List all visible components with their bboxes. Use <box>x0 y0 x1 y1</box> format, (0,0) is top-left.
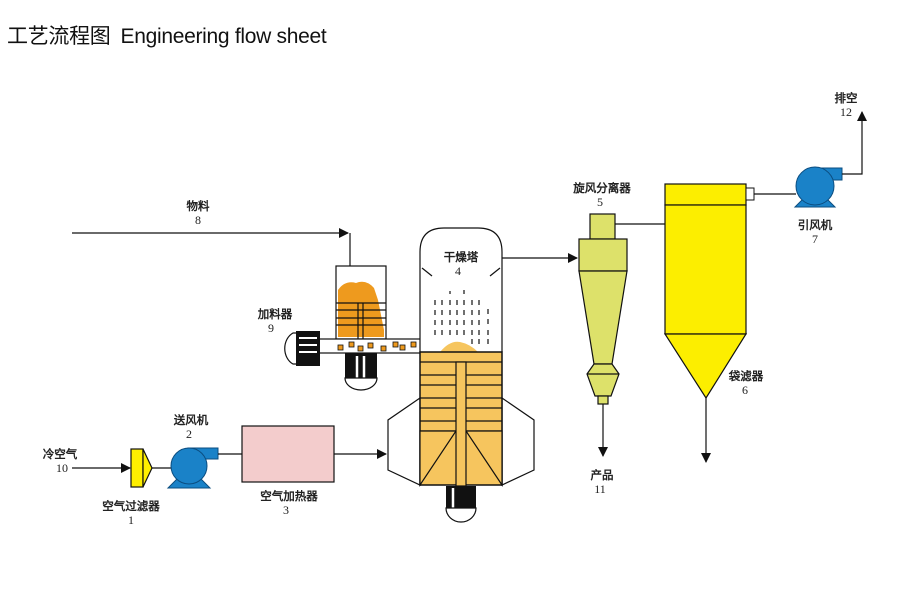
air-filter-body <box>130 448 144 488</box>
dried-powder-pile <box>440 341 478 352</box>
hopper-grid <box>336 302 386 339</box>
spray-droplets <box>434 290 489 344</box>
cyclone-discharge <box>586 363 620 397</box>
bag-filter-body <box>664 204 747 335</box>
material-number: 8 <box>195 213 201 227</box>
tower-right-hopper <box>464 430 503 487</box>
bag-filter-label: 袋滤器 <box>728 369 764 383</box>
tower-number: 4 <box>455 264 461 278</box>
feeder-label: 加料器 <box>257 307 293 321</box>
exhaust-label: 排空 <box>835 91 858 105</box>
blower: 送风机 2 <box>166 413 219 489</box>
cyclone-outlet-pipe <box>589 213 616 240</box>
material-label: 物料 <box>187 199 210 213</box>
fan-7-number: 7 <box>812 232 818 246</box>
agitator-motor-cap <box>445 507 477 523</box>
bag-filter-hopper <box>663 333 748 400</box>
cyclone-separator: 旋风分离器 5 产品 11 <box>572 181 631 496</box>
tower-left-wing <box>387 396 421 486</box>
drying-tower: 干燥塔 4 <box>387 227 535 523</box>
product-number: 11 <box>594 482 606 496</box>
air-heater: 空气加热器 3 <box>241 425 335 517</box>
feeder-number: 9 <box>268 321 274 335</box>
fan-7-housing <box>795 166 835 206</box>
stream-material: 物料 8 <box>72 199 351 266</box>
agitator-motor <box>446 486 476 508</box>
page-title: 工艺流程图 Engineering flow sheet <box>7 20 327 50</box>
tower-label: 干燥塔 <box>444 250 479 264</box>
title-cn: 工艺流程图 <box>7 24 111 48</box>
exhaust-number: 12 <box>840 105 852 119</box>
bag-filter-outlet <box>745 187 755 201</box>
hopper-material <box>338 281 384 337</box>
motor-stripes <box>299 337 317 353</box>
feeder-gearbox-cap <box>344 377 378 391</box>
cyclone-valve <box>597 395 609 405</box>
cyclone-label: 旋风分离器 <box>572 181 631 195</box>
cold-air-label: 冷空气 <box>43 447 78 461</box>
blower-number: 2 <box>186 427 192 441</box>
blower-label: 送风机 <box>173 413 209 427</box>
bag-filter-number: 6 <box>742 383 748 397</box>
exhaust-line <box>842 111 867 175</box>
air-heater-number: 3 <box>283 503 289 517</box>
cyclone-number: 5 <box>597 195 603 209</box>
fan-7-label: 引风机 <box>798 218 833 232</box>
air-inlet: 冷空气 10 空气过滤器 1 <box>43 447 160 527</box>
feeder: 加料器 9 <box>257 265 437 391</box>
feeder-gearbox <box>345 353 377 378</box>
cold-air-number: 10 <box>56 461 68 475</box>
tower-left-hopper <box>419 430 458 487</box>
air-filter-nose <box>142 448 153 488</box>
tower-upper-shell <box>419 227 503 352</box>
product-label: 产品 <box>591 468 614 482</box>
title-en: Engineering flow sheet <box>120 25 327 48</box>
feeder-motor <box>296 331 320 366</box>
blower-housing <box>170 447 208 485</box>
air-filter-number: 1 <box>128 513 134 527</box>
air-filter-label: 空气过滤器 <box>102 499 160 513</box>
agitator-shaft <box>455 361 467 487</box>
cyclone-cone <box>578 270 628 365</box>
tower-right-wing <box>501 396 535 486</box>
induced-draft-fan: 引风机 7 排空 12 <box>793 91 867 246</box>
cyclone-cylinder <box>578 238 628 272</box>
bag-filter-top <box>664 183 747 206</box>
air-heater-label: 空气加热器 <box>260 489 318 503</box>
air-heater-body <box>241 425 335 483</box>
bag-filter: 袋滤器 6 <box>663 183 764 463</box>
